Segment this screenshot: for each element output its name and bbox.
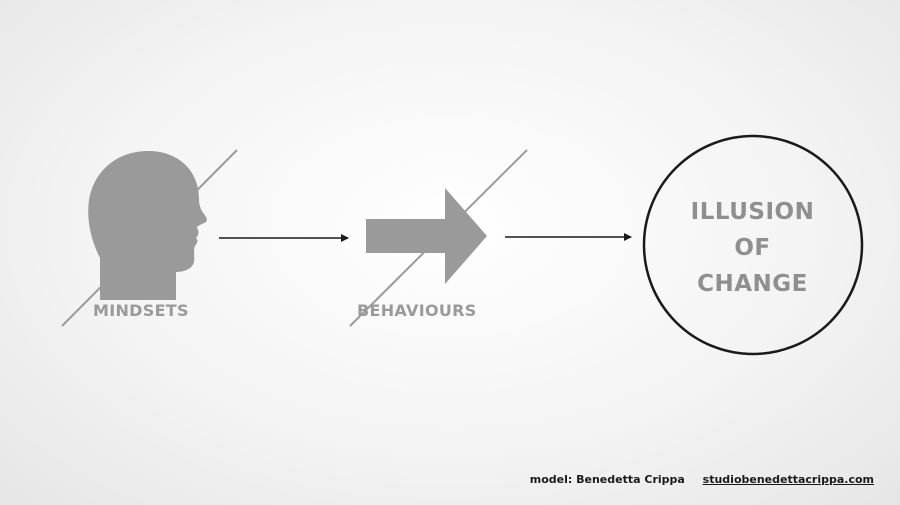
credit-text: model: Benedetta Crippa [529,473,685,486]
result-line-3: CHANGE [697,271,808,297]
credit-link[interactable]: studiobenedettacrippa.com [702,473,874,486]
result-text: ILLUSION OF CHANGE [650,194,855,302]
strike-line-behaviours [349,149,528,327]
result-line-2: OF [734,235,771,261]
arrow-right-icon [366,188,487,284]
result-circle [642,134,864,356]
head-profile-icon [88,151,207,300]
credit: model: Benedetta Crippa studiobenedettac… [530,473,874,486]
behaviours-label: BEHAVIOURS [357,301,477,320]
result-line-1: ILLUSION [690,199,815,225]
mindsets-label: MINDSETS [93,301,189,320]
strike-line-mindsets [61,149,238,327]
